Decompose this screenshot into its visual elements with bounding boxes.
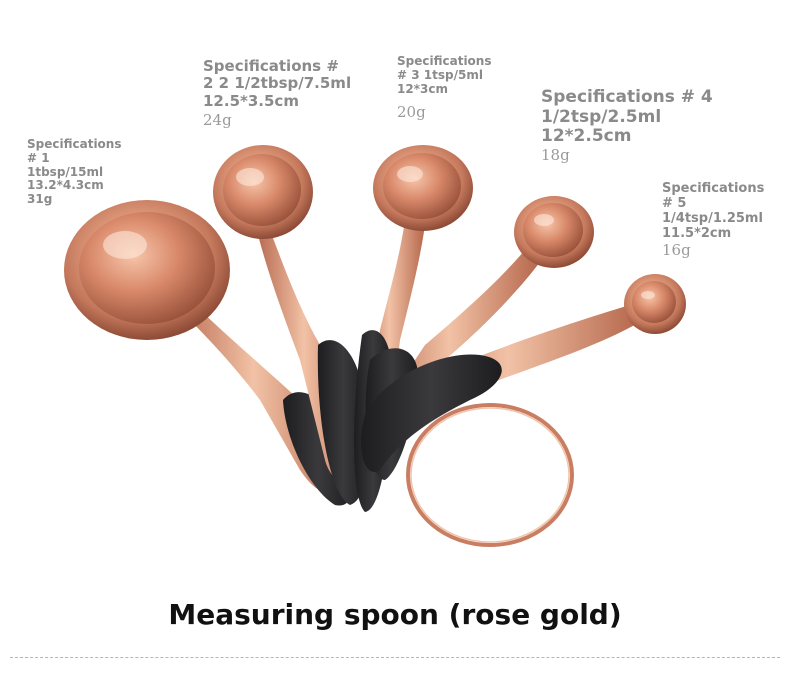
spec-4-title: Specifications # 4 bbox=[541, 87, 713, 107]
spec-1-size: 13.2*4.3cm bbox=[27, 178, 104, 193]
spec-3-title: Specifications bbox=[397, 54, 492, 68]
spec-5-volume: 1/4tsp/1.25ml bbox=[662, 210, 763, 226]
dashed-divider bbox=[10, 657, 780, 658]
spec-5-weight: 16g bbox=[662, 240, 691, 259]
spec-4-size: 12*2.5cm bbox=[541, 126, 632, 147]
spoon-4-bowl bbox=[514, 196, 594, 268]
spec-label-1: Specifications # 1 1tbsp/15ml 13.2*4.3cm… bbox=[27, 137, 122, 207]
spec-3-volume: 1tsp/5ml bbox=[423, 67, 483, 82]
spoon-5-bowl bbox=[624, 274, 686, 334]
spec-1-volume: 1tbsp/15ml bbox=[27, 164, 104, 179]
spec-4-volume: 1/2tsp/2.5ml bbox=[541, 106, 662, 127]
spec-1-number: # 1 bbox=[27, 150, 50, 165]
spec-2-title: Specifications # bbox=[203, 57, 339, 75]
spec-2-weight: 24g bbox=[203, 110, 232, 129]
spec-3-number: # 3 bbox=[397, 67, 420, 82]
product-caption: Measuring spoon (rose gold) bbox=[168, 598, 622, 631]
spec-label-3: Specifications # 3 1tsp/5ml 12*3cm 20g bbox=[397, 54, 492, 122]
spec-label-4: Specifications # 4 1/2tsp/2.5ml 12*2.5cm… bbox=[541, 87, 713, 164]
spec-1-weight: 31g bbox=[27, 192, 53, 207]
spec-label-2: Specifications # 2 2 1/2tbsp/7.5ml 12.5*… bbox=[203, 57, 352, 129]
spec-3-size: 12*3cm bbox=[397, 81, 448, 96]
spec-3-weight: 20g bbox=[397, 103, 426, 122]
spoon-3-bowl bbox=[373, 145, 473, 231]
spec-label-5: Specifications # 5 1/4tsp/1.25ml 11.5*2c… bbox=[662, 181, 765, 259]
spec-4-weight: 18g bbox=[541, 145, 570, 164]
spec-1-title: Specifications bbox=[27, 137, 122, 151]
spec-2-size: 12.5*3.5cm bbox=[203, 91, 299, 110]
spec-2-volume: 2 1/2tbsp/7.5ml bbox=[218, 74, 352, 93]
spoon-5-handle bbox=[360, 305, 640, 472]
spec-2-number: 2 bbox=[203, 74, 214, 93]
spoon-2-bowl bbox=[213, 145, 313, 239]
spoon-1-bowl bbox=[64, 200, 230, 340]
key-ring bbox=[406, 403, 574, 547]
spec-5-number: # 5 bbox=[662, 195, 687, 211]
spec-5-title: Specifications bbox=[662, 181, 765, 196]
spec-5-size: 11.5*2cm bbox=[662, 225, 732, 241]
